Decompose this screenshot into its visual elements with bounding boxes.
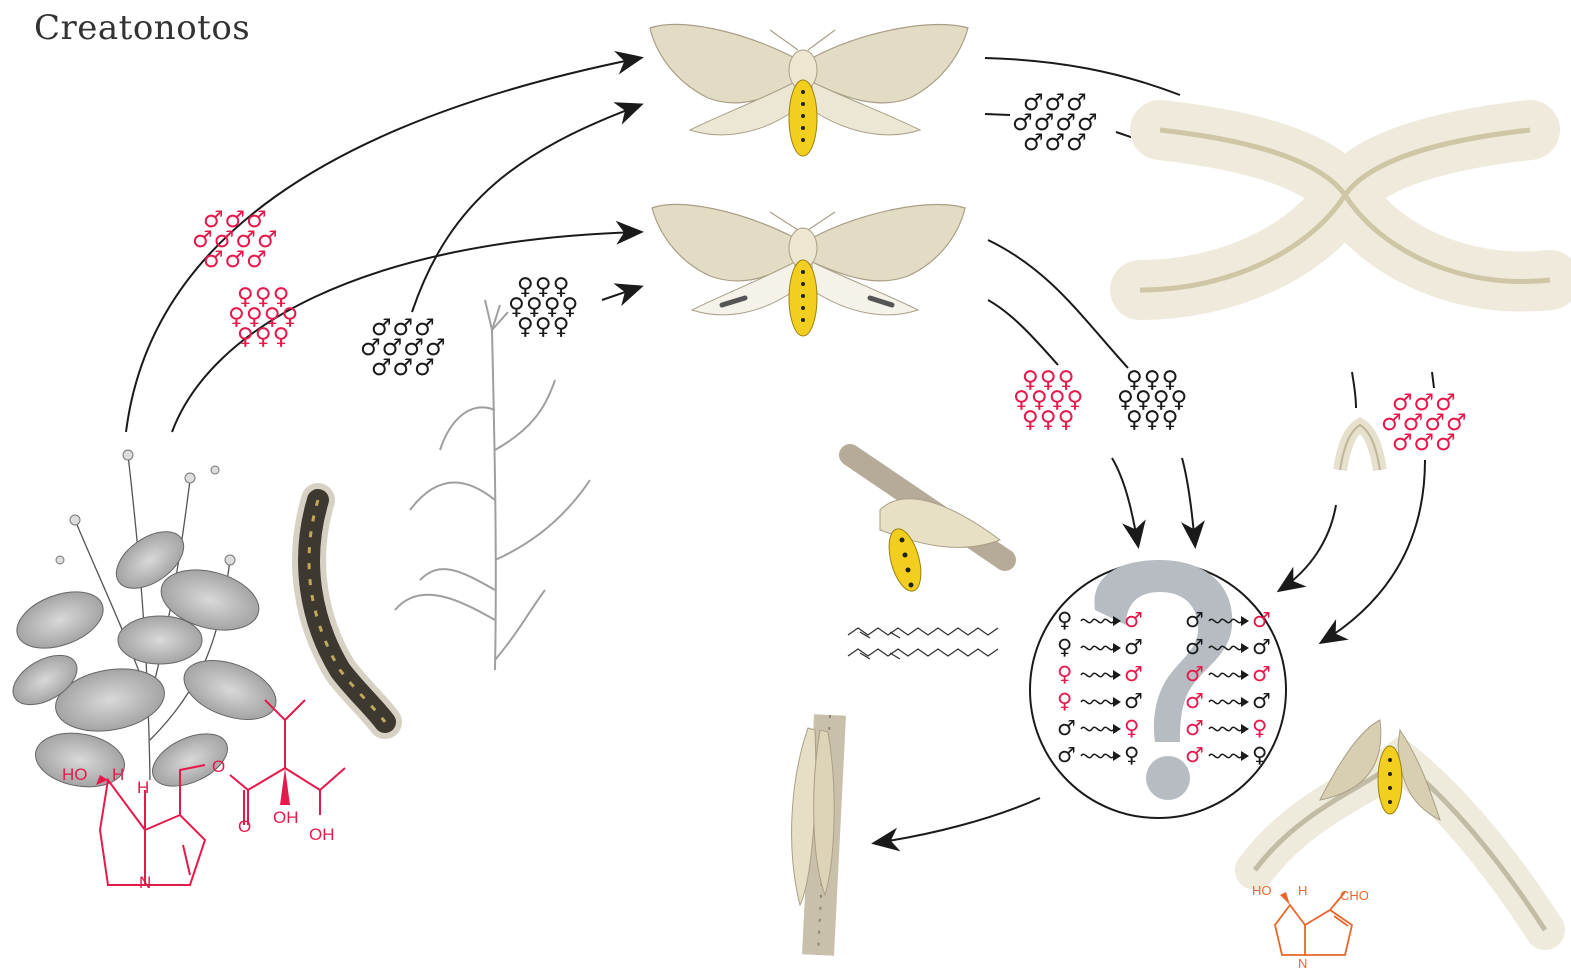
cross-offspring-symbol: ♂	[1124, 689, 1143, 713]
squiggle-arrow-icon	[1207, 716, 1251, 740]
moth-with-coremata-illustration	[1255, 720, 1545, 930]
squiggle-arrow-icon	[1079, 608, 1123, 632]
chem-orange-ho-label: HO	[1252, 883, 1272, 898]
cross-offspring-symbol: ♂	[1124, 662, 1143, 686]
chem-h-label-2: H	[137, 778, 149, 797]
cross-offspring-symbol: ♂	[1252, 608, 1271, 632]
squiggle-arrow-icon	[1079, 716, 1123, 740]
squiggle-arrow-icon	[1079, 662, 1123, 686]
chem-o-carbonyl-label: O	[238, 817, 251, 836]
cross-row: ♂♂	[1185, 608, 1285, 632]
cross-row: ♂♂	[1185, 689, 1285, 713]
wedge-bond-oh	[280, 768, 290, 805]
coremata-small-illustration	[1340, 425, 1380, 470]
cross-parent-symbol: ♂	[1185, 716, 1204, 740]
symbol-group-red-males-right: ♂♂♂ ♂♂♂♂ ♂♂♂	[1381, 393, 1467, 453]
chem-n-label: N	[139, 873, 151, 892]
cross-parent-symbol: ♂	[1057, 743, 1076, 767]
cross-parent-symbol: ♂	[1185, 743, 1204, 767]
chem-orange-h-label: H	[1298, 883, 1307, 898]
cross-row: ♂♀	[1185, 716, 1285, 740]
coremata-large-illustration	[1140, 130, 1550, 290]
squiggle-arrow-icon	[1207, 635, 1251, 659]
moth-top-illustration	[650, 25, 968, 156]
cross-offspring-symbol: ♀	[1252, 716, 1267, 740]
cross-parent-symbol: ♀	[1057, 635, 1072, 659]
pheromone-structures	[848, 628, 998, 659]
cross-row: ♂♂	[1185, 635, 1285, 659]
cross-parent-symbol: ♂	[1185, 608, 1204, 632]
chem-o-ester-label: O	[212, 757, 225, 776]
symbol-group-black-males-mid: ♂♂♂ ♂♂♂♂ ♂♂♂	[360, 318, 446, 378]
moth-bottom-illustration	[652, 205, 965, 336]
cross-offspring-symbol: ♀	[1124, 743, 1139, 767]
line-coremata-to-red-males	[1432, 372, 1434, 388]
arrow-circle-to-resting-moth	[875, 798, 1040, 843]
symbol-group-red-males-left: ♂♂♂ ♂♂♂♂ ♂♂♂	[192, 210, 278, 270]
cross-row: ♀♂	[1057, 635, 1157, 659]
cross-row: ♂♀	[1057, 716, 1157, 740]
cross-parent-symbol: ♂	[1185, 662, 1204, 686]
cross-offspring-symbol: ♂	[1252, 689, 1271, 713]
wedge-bond-ho-orange	[1280, 892, 1290, 905]
chem-ho-label: HO	[62, 765, 88, 784]
symbol-group-black-females-mid: ♀♀♀ ♀♀♀♀ ♀♀♀	[508, 277, 579, 337]
moth-on-twig-illustration	[850, 455, 1005, 595]
cross-row: ♂♂	[1185, 662, 1285, 686]
cross-row: ♂♀	[1057, 743, 1157, 767]
arrow-red-males-to-circle	[1322, 460, 1425, 642]
squiggle-arrow-icon	[1079, 689, 1123, 713]
caterpillar-illustration	[309, 500, 385, 722]
cross-row: ♀♂	[1057, 608, 1157, 632]
cross-offspring-symbol: ♀	[1252, 743, 1267, 767]
cross-offspring-symbol: ♂	[1124, 635, 1143, 659]
cross-offspring-symbol: ♀	[1124, 716, 1139, 740]
line-moth-bottom-to-black-females	[988, 300, 1058, 365]
diagram-title: Creatonotos	[34, 8, 250, 48]
symbol-group-red-females-right: ♀♀♀ ♀♀♀♀ ♀♀♀	[1013, 370, 1084, 430]
squiggle-arrow-icon	[1079, 635, 1123, 659]
cross-parent-symbol: ♀	[1057, 608, 1072, 632]
squiggle-arrow-icon	[1207, 743, 1251, 767]
cross-row: ♂♀	[1185, 743, 1285, 767]
arrow-small-coremata-to-circle	[1280, 505, 1336, 590]
line-moth-bottom-to-red-females	[988, 240, 1128, 368]
chem-oh-label-2: OH	[309, 825, 335, 844]
chem-h-label-1: H	[112, 765, 124, 784]
cross-parent-symbol: ♂	[1185, 635, 1204, 659]
symbol-group-black-males-right-top: ♂♂♂ ♂♂♂♂ ♂♂♂	[1012, 93, 1098, 153]
arrow-black-females-to-circle	[1182, 458, 1195, 545]
chem-orange-cho-label: CHO	[1340, 888, 1369, 903]
cross-parent-symbol: ♂	[1057, 716, 1076, 740]
cross-parent-symbol: ♂	[1185, 689, 1204, 713]
cross-row: ♀♂	[1057, 689, 1157, 713]
squiggle-arrow-icon	[1207, 608, 1251, 632]
line-coremata-to-small	[1352, 372, 1356, 408]
symbol-group-black-females-right: ♀♀♀ ♀♀♀♀ ♀♀♀	[1117, 370, 1188, 430]
host-plant-illustration	[5, 450, 284, 797]
cross-parent-symbol: ♀	[1057, 662, 1072, 686]
chem-orange-n-label: N	[1298, 956, 1307, 971]
cross-offspring-symbol: ♂	[1124, 608, 1143, 632]
squiggle-arrow-icon	[1079, 743, 1123, 767]
cross-offspring-symbol: ♂	[1252, 635, 1271, 659]
symbol-group-red-females-left: ♀♀♀ ♀♀♀♀ ♀♀♀	[228, 287, 299, 347]
line-males-to-coremata-left	[985, 114, 1010, 115]
arrow-red-females-to-circle	[1112, 458, 1138, 545]
resting-moth-on-branch-illustration	[792, 715, 835, 955]
cross-parent-symbol: ♀	[1057, 689, 1072, 713]
squiggle-arrow-icon	[1207, 662, 1251, 686]
cross-offspring-symbol: ♂	[1252, 662, 1271, 686]
cross-row: ♀♂	[1057, 662, 1157, 686]
squiggle-arrow-icon	[1207, 689, 1251, 713]
arrow-females-to-moth-bottom	[602, 287, 640, 300]
chem-oh-label-1: OH	[273, 808, 299, 827]
